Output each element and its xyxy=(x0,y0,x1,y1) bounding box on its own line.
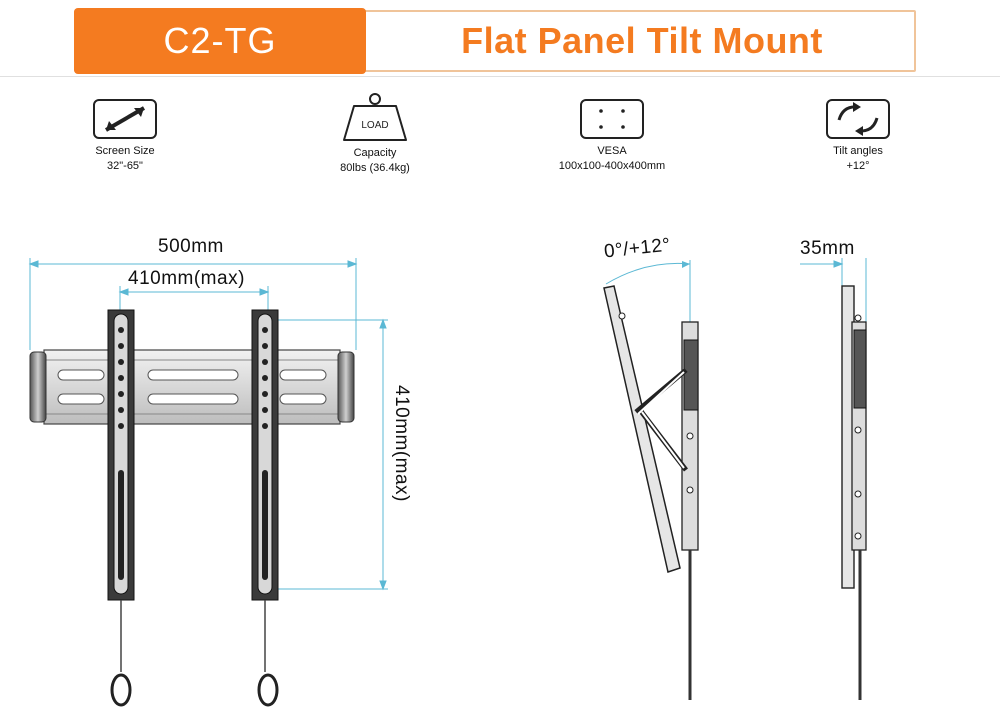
load-weight-icon: LOAD xyxy=(343,93,407,141)
dim-overall-width: 500mm xyxy=(158,236,224,257)
front-view-drawing xyxy=(28,258,388,707)
spec-value: +12° xyxy=(846,160,870,172)
dim-max-horizontal: 410mm(max) xyxy=(128,268,245,289)
header-divider xyxy=(0,76,1000,77)
vesa-pattern-icon xyxy=(580,99,644,139)
spec-label: Tilt angles xyxy=(833,145,883,157)
product-title: Flat Panel Tilt Mount xyxy=(461,20,823,61)
tilt-rotate-icon xyxy=(826,99,890,139)
model-badge: C2-TG xyxy=(74,8,366,74)
flush-side-view-drawing xyxy=(800,258,867,700)
tilt-side-view-drawing xyxy=(603,260,699,700)
spec-label: Capacity xyxy=(353,147,397,159)
spec-vesa: VESA 100x100-400x400mm xyxy=(542,98,682,174)
spec-value: 32"-65" xyxy=(107,160,143,172)
spec-capacity: LOAD Capacity 80lbs (36.4kg) xyxy=(305,92,445,176)
spec-value: 100x100-400x400mm xyxy=(558,160,666,172)
screen-size-icon xyxy=(93,99,157,139)
spec-screen-size: Screen Size 32"-65" xyxy=(55,98,195,174)
spec-label: Screen Size xyxy=(95,145,155,157)
spec-tilt: Tilt angles +12° xyxy=(788,98,928,174)
dim-depth: 35mm xyxy=(800,238,855,259)
spec-value: 80lbs (36.4kg) xyxy=(340,162,410,174)
load-icon-text: LOAD xyxy=(361,120,388,131)
spec-label: VESA xyxy=(597,145,627,157)
